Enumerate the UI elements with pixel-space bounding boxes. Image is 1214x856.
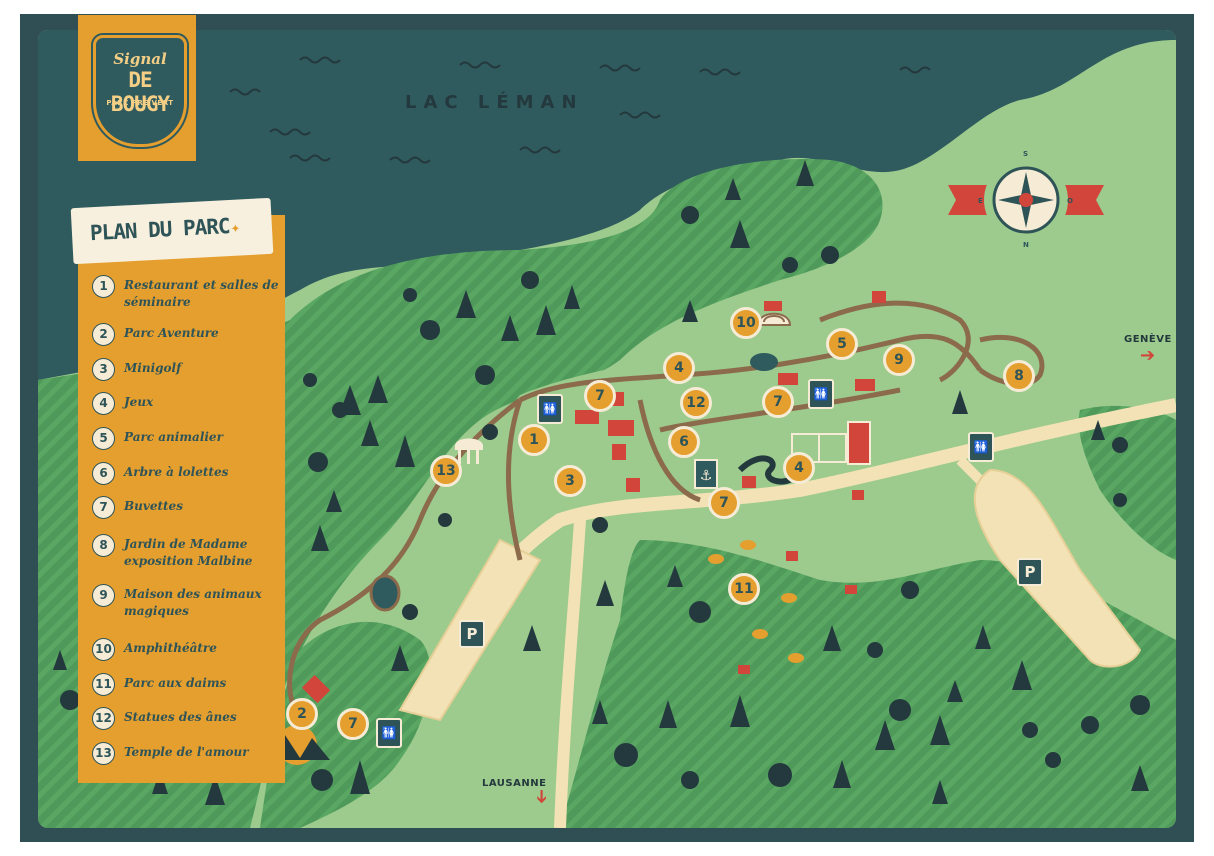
map-marker-11[interactable]: 11 <box>728 573 760 605</box>
sport-fields <box>791 421 871 465</box>
destination-lausanne: LAUSANNE <box>482 778 547 789</box>
legend-label: Maison des animaux magiques <box>124 587 262 618</box>
parking-east <box>973 468 1142 668</box>
legend-label: Statues des ânes <box>124 710 237 724</box>
map-marker-4-games-south[interactable]: 4 <box>783 452 815 484</box>
map-marker-12[interactable]: 12 <box>680 387 712 419</box>
legend-item: 9 Maison des animaux magiques <box>92 584 282 624</box>
logo-line2: DE BOUGY <box>110 68 170 116</box>
map-marker-5[interactable]: 5 <box>826 328 858 360</box>
legend-number: 2 <box>92 323 115 346</box>
map-marker-7-east[interactable]: 7 <box>762 386 794 418</box>
legend-number: 4 <box>92 392 115 415</box>
legend-label: Parc animalier <box>124 430 223 444</box>
legend-number: 9 <box>92 584 115 607</box>
map-marker-4-games[interactable]: 4 <box>663 352 695 384</box>
legend-item: 5 Parc animalier <box>92 427 282 467</box>
legend-label: Jardin de Madame exposition Malbine <box>124 537 253 568</box>
map-marker-7-south[interactable]: 7 <box>708 487 740 519</box>
star-icon: ✦ <box>230 217 240 237</box>
map-marker-7-north[interactable]: 7 <box>584 380 616 412</box>
parking-icon[interactable]: P <box>1017 558 1043 586</box>
forest-southeast <box>560 540 1176 828</box>
logo-shield: Signal DE BOUGY PARC PRÉ VERT <box>93 35 187 147</box>
map-marker-13[interactable]: 13 <box>430 455 462 487</box>
buildings <box>301 291 886 704</box>
legend-label: Arbre à lolettes <box>124 465 229 479</box>
legend-item: 1 Restaurant et salles de séminaire <box>92 275 282 315</box>
minigolf-track <box>737 455 803 485</box>
toilets-icon[interactable]: 🚻 <box>968 432 994 462</box>
legend-label: Parc aux daims <box>124 676 227 690</box>
legend-number: 13 <box>92 742 115 765</box>
compass-east-label: E <box>978 197 983 205</box>
legend-number: 6 <box>92 462 115 485</box>
map-marker-1[interactable]: 1 <box>518 424 550 456</box>
legend-item: 12 Statues des ânes <box>92 707 282 747</box>
legend-item: 10 Amphithéâtre <box>92 638 282 678</box>
legend-item: 2 Parc Aventure <box>92 323 282 363</box>
map-marker-7-west[interactable]: 7 <box>337 708 369 740</box>
legend-title: PLAN DU PARC✦ <box>89 213 239 245</box>
legend-label: Parc Aventure <box>124 326 219 340</box>
map-marker-8[interactable]: 8 <box>1003 360 1035 392</box>
anchor-icon: ⚓ <box>700 468 713 484</box>
lake <box>38 30 1176 380</box>
park-logo: Signal DE BOUGY PARC PRÉ VERT <box>78 15 196 161</box>
legend-number: 8 <box>92 534 115 557</box>
legend-number: 11 <box>92 673 115 696</box>
legend-number: 1 <box>92 275 115 298</box>
lake-waves <box>229 56 931 164</box>
legend-banner: PLAN DU PARC✦ <box>70 197 274 265</box>
legend-item: 8 Jardin de Madame exposition Malbine <box>92 534 282 574</box>
legend-number: 7 <box>92 496 115 519</box>
toilets-icon[interactable]: 🚻 <box>537 394 563 424</box>
map-marker-2[interactable]: 2 <box>286 698 318 730</box>
legend-label: Restaurant et salles de séminaire <box>124 278 279 309</box>
arrow-down-icon: ➔ <box>531 788 553 805</box>
toilets-icon[interactable]: 🚻 <box>808 379 834 409</box>
map-marker-9[interactable]: 9 <box>883 344 915 376</box>
legend-label: Jeux <box>124 395 154 409</box>
legend-item: 6 Arbre à lolettes <box>92 462 282 502</box>
legend-title-text: PLAN DU PARC <box>89 213 231 246</box>
lake-label: LAC LÉMAN <box>405 92 584 113</box>
legend-item: 4 Jeux <box>92 392 282 432</box>
legend-item: 7 Buvettes <box>92 496 282 536</box>
legend-label: Minigolf <box>124 361 182 375</box>
logo-line1: Signal <box>113 50 167 68</box>
destination-geneve: GENÈVE <box>1124 334 1172 345</box>
legend-label: Temple de l'amour <box>124 745 249 759</box>
map-marker-10[interactable]: 10 <box>730 307 762 339</box>
legend-label: Amphithéâtre <box>124 641 217 655</box>
toilets-icon[interactable]: 🚻 <box>376 718 402 748</box>
map-marker-6[interactable]: 6 <box>668 426 700 458</box>
forest-east <box>1078 405 1176 560</box>
legend-item: 13 Temple de l'amour <box>92 742 282 782</box>
arrow-right-icon: ➔ <box>1140 345 1156 366</box>
legend-item: 3 Minigolf <box>92 358 282 398</box>
logo-line3: PARC PRÉ VERT <box>106 99 174 107</box>
legend-number: 3 <box>92 358 115 381</box>
legend-label: Buvettes <box>124 499 183 513</box>
pond <box>369 574 401 612</box>
parking-icon[interactable]: P <box>459 620 485 648</box>
legend-number: 5 <box>92 427 115 450</box>
compass-north-label: S <box>1023 150 1029 158</box>
legend-number: 12 <box>92 707 115 730</box>
pond-park <box>750 353 778 371</box>
map-marker-3[interactable]: 3 <box>554 465 586 497</box>
temple-icon <box>455 438 483 464</box>
compass-rose <box>948 158 1104 242</box>
road-south <box>554 519 586 828</box>
legend-item: 11 Parc aux daims <box>92 673 282 713</box>
deer-icons <box>708 540 804 663</box>
legend-number: 10 <box>92 638 115 661</box>
compass-south-label: N <box>1023 241 1029 249</box>
compass-west-label: O <box>1067 197 1073 205</box>
anchor-sign <box>694 459 718 489</box>
